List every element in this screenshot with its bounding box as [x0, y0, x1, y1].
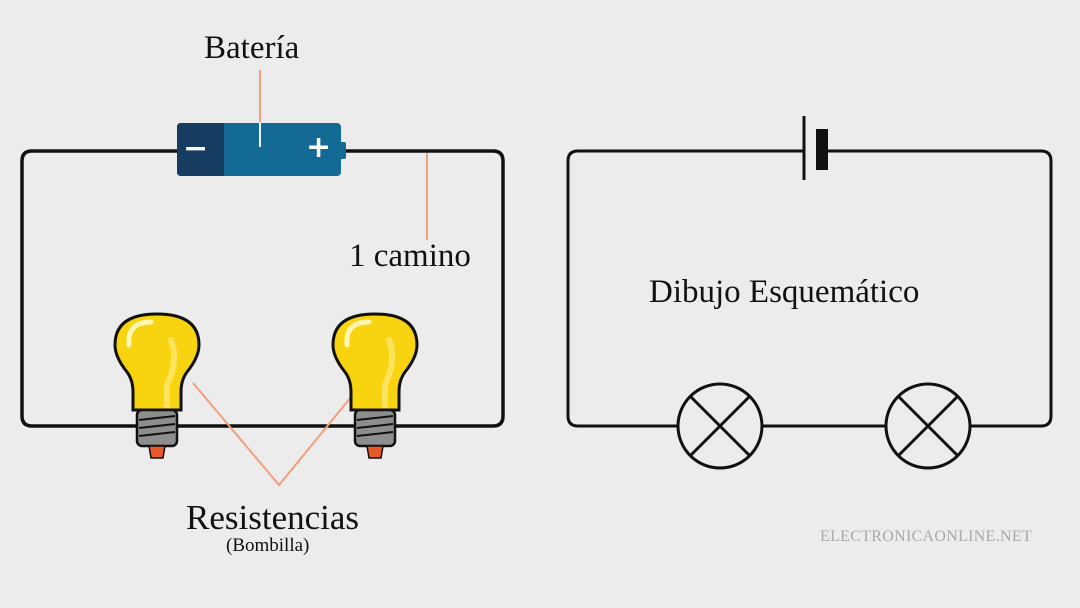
path-label: 1 camino — [349, 238, 471, 274]
resistors-sublabel: (Bombilla) — [226, 535, 310, 556]
light-bulb-icon — [331, 312, 419, 459]
battery-symbol-icon — [802, 116, 828, 180]
lamp-symbol-icon — [884, 382, 972, 470]
light-bulb-icon — [113, 312, 201, 459]
watermark: ELECTRONICAONLINE.NET — [820, 528, 1033, 545]
pictorial-circuit — [20, 70, 505, 487]
battery-label: Batería — [204, 30, 300, 66]
lamp-symbol-icon — [676, 382, 764, 470]
resistors-label: Resistencias — [186, 498, 360, 537]
resistors-leader-line — [192, 382, 353, 487]
battery-icon — [177, 123, 346, 176]
wire-loop — [20, 149, 505, 428]
schematic-circuit — [566, 116, 1053, 470]
schematic-title: Dibujo Esquemático — [649, 274, 920, 310]
negative-terminal-icon: − — [183, 131, 209, 166]
schematic-wire — [566, 149, 1053, 428]
positive-terminal-icon: + — [306, 130, 332, 165]
